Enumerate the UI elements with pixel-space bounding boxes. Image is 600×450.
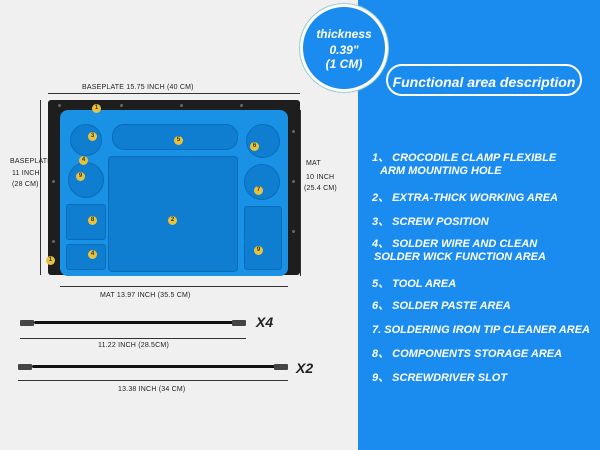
mount-hole [292, 180, 295, 183]
functional-area-heading: Functional area description [386, 64, 582, 96]
alligator-clip [20, 320, 34, 326]
list-item: 7. SOLDERING IRON TIP CLEANER AREA [372, 324, 590, 336]
mat-width-label: MAT 13.97 INCH (35.5 CM) [100, 292, 191, 299]
mount-hole [292, 130, 295, 133]
alligator-clip [274, 364, 288, 370]
baseplate-height-in: 11 INCH [12, 170, 40, 177]
area-marker: 5 [174, 136, 183, 145]
tool-bar [112, 124, 238, 150]
baseplate-height-label: BASEPLATE [10, 158, 53, 165]
arm2-length-line [18, 380, 288, 381]
list-item: 2、 EXTRA-THICK WORKING AREA [372, 192, 558, 204]
area-marker: 8 [88, 216, 97, 225]
area-marker: 7 [254, 186, 263, 195]
mount-hole [120, 104, 123, 107]
thickness-value: 0.39" [329, 43, 359, 57]
area-marker: 9 [254, 246, 263, 255]
list-item: 8、 COMPONENTS STORAGE AREA [372, 348, 563, 360]
mat-height-line [300, 110, 301, 276]
screw-tray-circle [68, 162, 104, 198]
arm1-quantity: X4 [256, 314, 274, 330]
arm2-length-label: 13.38 INCH (34 CM) [118, 386, 186, 393]
area-marker: 1 [92, 104, 101, 113]
mount-hole [58, 104, 61, 107]
list-item: 9、 SCREWDRIVER SLOT [372, 372, 508, 384]
mat-height-label: MAT [306, 160, 321, 167]
thickness-label: thickness [316, 27, 372, 41]
screwdriver-slots [244, 206, 282, 270]
arm1-length-label: 11.22 INCH (28.5CM) [98, 342, 169, 349]
mount-hole [52, 180, 55, 183]
flexible-arm-short [34, 321, 234, 324]
area-marker: 6 [250, 142, 259, 151]
baseplate-height-line [40, 100, 41, 275]
mount-hole [52, 240, 55, 243]
wick-slot [66, 244, 106, 270]
baseplate-width-label: BASEPLATE 15.75 INCH (40 CM) [82, 84, 194, 91]
list-item: 6、 SOLDER PASTE AREA [372, 300, 511, 312]
mat-height-cm: (25.4 CM) [304, 185, 337, 192]
list-item: 3、 SCREW POSITION [372, 216, 489, 228]
mount-hole [180, 104, 183, 107]
area-marker: 4 [88, 250, 97, 259]
alligator-clip [232, 320, 246, 326]
flexible-arm-long [32, 365, 276, 368]
paste-circle-bottom [244, 164, 280, 200]
area-marker: 3 [88, 132, 97, 141]
list-item: 5、 TOOL AREA [372, 278, 457, 290]
work-area [108, 156, 238, 272]
mount-hole [240, 104, 243, 107]
arm2-quantity: X2 [296, 360, 314, 376]
area-marker: 2 [168, 216, 177, 225]
arm1-length-line [20, 338, 246, 339]
paste-circle-top [246, 124, 280, 158]
component-grid [66, 204, 106, 240]
area-marker: 4 [79, 156, 88, 165]
mat-height-in: 10 INCH [306, 174, 335, 181]
thickness-badge: thickness 0.39" (1 CM) [300, 4, 388, 92]
baseplate-width-line [48, 93, 300, 94]
alligator-clip [18, 364, 32, 370]
mount-hole [292, 230, 295, 233]
baseplate-height-cm: (28 CM) [12, 181, 39, 188]
thickness-metric: (1 CM) [325, 57, 363, 71]
mat-width-line [60, 286, 288, 287]
area-marker: 9 [76, 172, 85, 181]
area-marker: 1 [46, 256, 55, 265]
clamp-circle [70, 124, 102, 156]
